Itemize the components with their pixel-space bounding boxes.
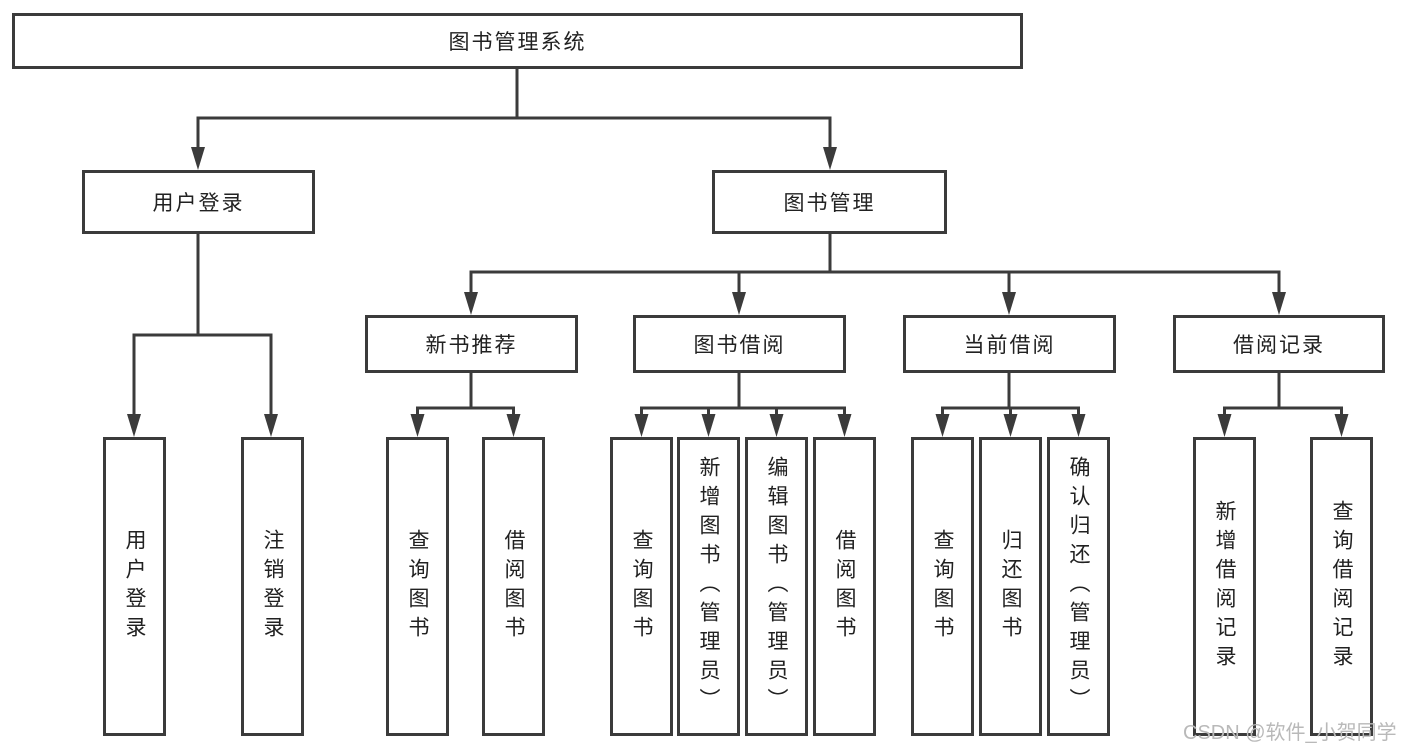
- arrow-down-icon: [1272, 292, 1286, 315]
- watermark: CSDN @软件_小贺同学: [1183, 722, 1397, 744]
- node-label: 新增借阅记录: [1213, 499, 1236, 674]
- connector-current-borrow-children: [935, 373, 1086, 437]
- node-label: 注销登录: [261, 528, 284, 645]
- leaf-add-borrow-record: 新增借阅记录: [1193, 437, 1256, 736]
- leaf-return-book: 归还图书: [979, 437, 1042, 736]
- leaf-add-book-admin: 新增图书（管理员）: [677, 437, 740, 736]
- connector-new-book-children: [410, 373, 521, 437]
- node-book-management: 图书管理: [712, 170, 947, 234]
- node-label: 借阅图书: [502, 528, 525, 645]
- arrow-down-icon: [935, 414, 950, 437]
- node-label: 新增图书（管理员）: [697, 456, 720, 717]
- arrow-down-icon: [264, 414, 278, 437]
- leaf-borrow-book: 借阅图书: [482, 437, 545, 736]
- arrow-down-icon: [732, 292, 746, 315]
- node-label: 查询借阅记录: [1330, 499, 1353, 674]
- arrow-down-icon: [464, 292, 478, 315]
- node-label: 查询图书: [630, 528, 653, 645]
- connector-root-to-tier1: [191, 68, 837, 170]
- node-label: 用户登录: [152, 192, 245, 215]
- arrow-down-icon: [769, 414, 784, 437]
- arrow-down-icon: [701, 414, 716, 437]
- leaf-user-login: 用户登录: [103, 437, 166, 736]
- arrow-down-icon: [1334, 414, 1349, 437]
- connector-borrow-record-children: [1217, 373, 1349, 437]
- connector-book-management-children: [464, 234, 1286, 315]
- node-label: 确认归还（管理员）: [1067, 456, 1090, 717]
- node-user-login: 用户登录: [82, 170, 315, 234]
- leaf-edit-book-admin: 编辑图书（管理员）: [745, 437, 808, 736]
- arrow-down-icon: [506, 414, 521, 437]
- node-label: 图书管理: [783, 192, 876, 215]
- leaf-query-book: 查询图书: [911, 437, 974, 736]
- arrow-down-icon: [1217, 414, 1232, 437]
- leaf-query-book: 查询图书: [386, 437, 449, 736]
- connector-book-borrow-children: [634, 373, 852, 437]
- connector-user-login-children: [127, 233, 278, 437]
- arrow-down-icon: [127, 414, 141, 437]
- node-label: 图书借阅: [693, 334, 786, 357]
- arrow-down-icon: [191, 147, 205, 170]
- arrow-down-icon: [1071, 414, 1086, 437]
- arrow-down-icon: [410, 414, 425, 437]
- node-label: 查询图书: [406, 528, 429, 645]
- arrow-down-icon: [823, 147, 837, 170]
- leaf-query-borrow-record: 查询借阅记录: [1310, 437, 1373, 736]
- node-current-borrow: 当前借阅: [903, 315, 1116, 373]
- node-label: 图书管理系统: [448, 31, 587, 54]
- arrow-down-icon: [1002, 292, 1016, 315]
- leaf-borrow-book: 借阅图书: [813, 437, 876, 736]
- node-label: 借阅记录: [1233, 334, 1325, 357]
- arrow-down-icon: [634, 414, 649, 437]
- node-label: 当前借阅: [963, 334, 1056, 357]
- leaf-query-book: 查询图书: [610, 437, 673, 736]
- node-label: 借阅图书: [833, 528, 856, 645]
- node-label: 归还图书: [999, 528, 1022, 645]
- node-label: 新书推荐: [425, 334, 518, 357]
- leaf-logout: 注销登录: [241, 437, 304, 736]
- node-borrow-record: 借阅记录: [1173, 315, 1385, 373]
- node-book-borrow: 图书借阅: [633, 315, 846, 373]
- leaf-confirm-return-admin: 确认归还（管理员）: [1047, 437, 1110, 736]
- node-new-book-recommend: 新书推荐: [365, 315, 578, 373]
- arrow-down-icon: [837, 414, 852, 437]
- arrow-down-icon: [1003, 414, 1018, 437]
- node-label: 查询图书: [931, 528, 954, 645]
- node-label: 编辑图书（管理员）: [765, 456, 788, 717]
- node-library-system: 图书管理系统: [12, 13, 1023, 69]
- node-label: 用户登录: [123, 528, 146, 645]
